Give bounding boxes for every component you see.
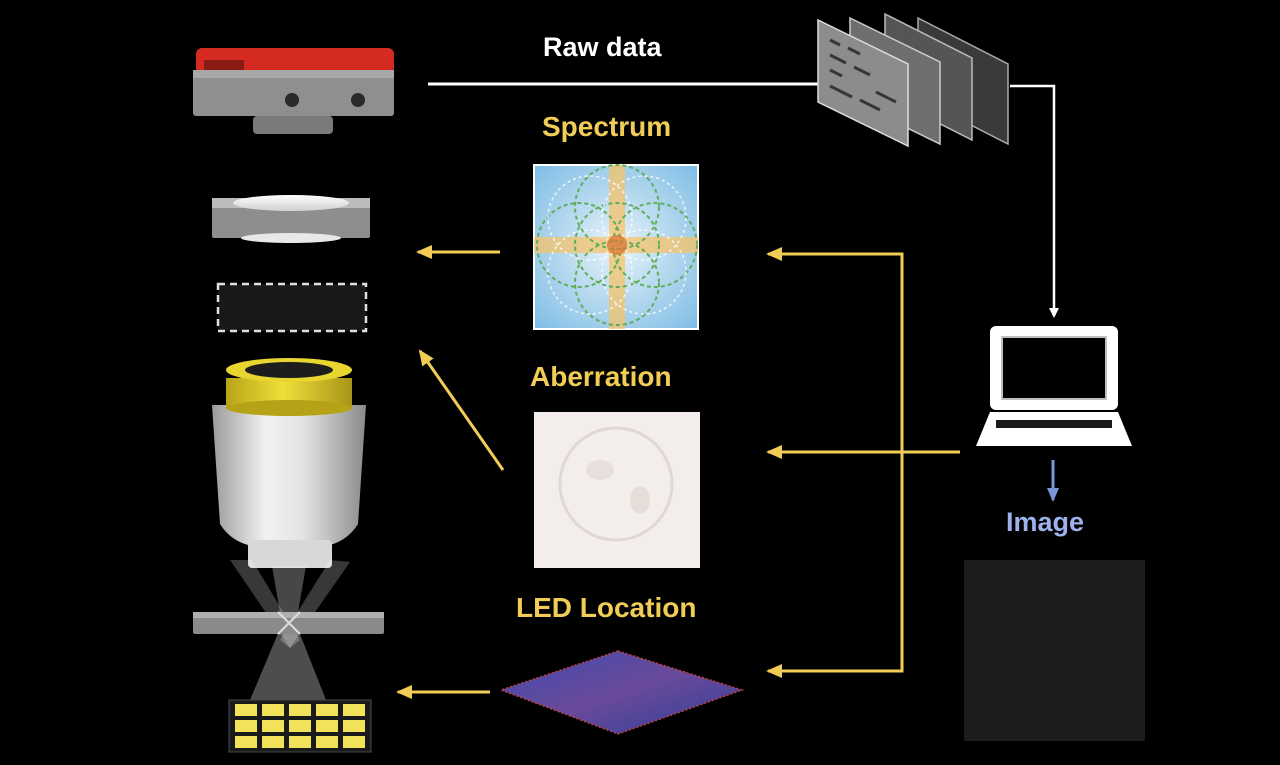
led-cell — [343, 736, 365, 748]
aperture-icon — [216, 282, 368, 333]
objective-lens-icon — [212, 358, 366, 568]
aberration-label: Aberration — [530, 361, 672, 392]
reconstructed-image-thumbnail — [964, 560, 1145, 741]
led-cell — [343, 720, 365, 732]
led-array-icon — [228, 699, 372, 753]
led-cell — [262, 736, 284, 748]
led-cell — [235, 720, 257, 732]
aberration-thumbnail — [534, 412, 700, 568]
raw-data-label: Raw data — [543, 32, 662, 62]
led-cell — [316, 704, 338, 716]
led-cell — [289, 720, 311, 732]
aberration-to-optics-arrow — [418, 349, 505, 471]
led-cell — [289, 736, 311, 748]
led-cells — [235, 704, 365, 748]
spectrum-label: Spectrum — [542, 111, 672, 142]
sample-slide-icon — [193, 611, 384, 635]
raw-to-computer-arrow — [1010, 84, 1059, 318]
led-cell — [316, 720, 338, 732]
spectrum-thumbnail — [533, 164, 699, 330]
image-stack-icon — [817, 12, 1009, 148]
led-cell — [235, 704, 257, 716]
led-cell — [235, 736, 257, 748]
led-cell — [262, 720, 284, 732]
led-cell — [343, 704, 365, 716]
laptop-icon — [976, 326, 1132, 446]
led-cell — [316, 736, 338, 748]
image-label: Image — [1006, 507, 1085, 537]
led-cell — [289, 704, 311, 716]
led-location-label: LED Location — [516, 592, 697, 623]
feedback-arrows — [766, 247, 960, 678]
tube-lens-icon — [212, 195, 370, 243]
led-cell — [262, 704, 284, 716]
camera-icon — [193, 48, 394, 134]
led-location-thumbnail — [498, 650, 745, 735]
